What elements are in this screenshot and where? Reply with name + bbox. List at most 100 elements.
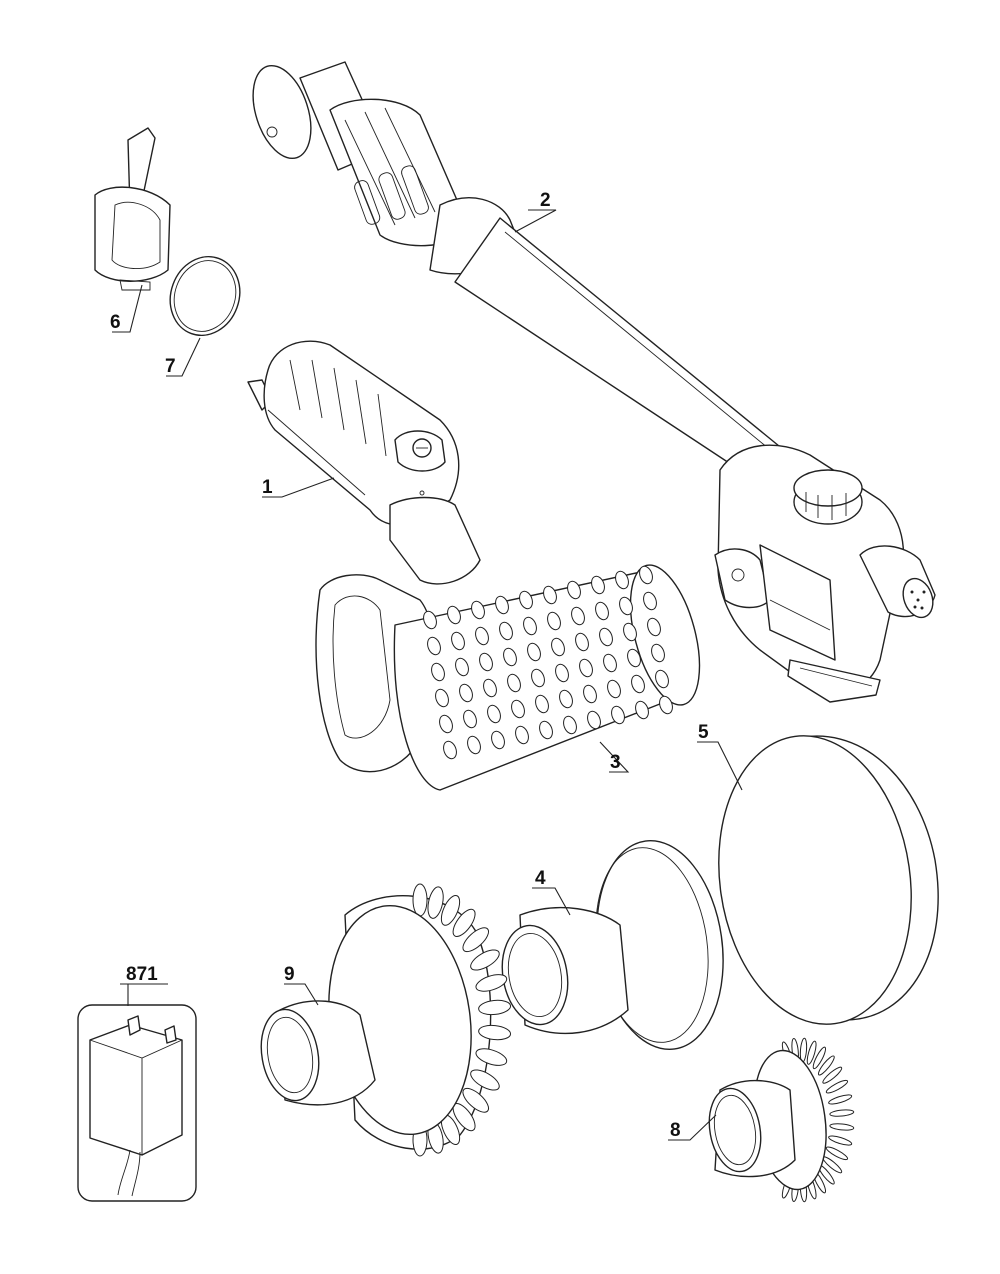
- callout-2: 2: [540, 190, 551, 211]
- bristle-tuft: [475, 1048, 508, 1066]
- bristle-tuft: [591, 575, 605, 595]
- part-5-sponge-disc: [718, 735, 939, 1025]
- bristle-tuft: [551, 637, 565, 657]
- callout-4: 4: [535, 868, 546, 889]
- bristle-tuft: [479, 652, 493, 672]
- bristle-tuft: [515, 725, 529, 745]
- bristle-tuft: [567, 580, 581, 600]
- bristle-tuft: [507, 673, 521, 693]
- bristle-tuft: [829, 1109, 855, 1117]
- bristle-tuft: [475, 626, 489, 646]
- bristle-tuft: [563, 715, 577, 735]
- bristle-tuft: [619, 596, 633, 616]
- bristle-tuft: [579, 658, 593, 678]
- bristle-tuft: [478, 999, 512, 1016]
- bristle-tuft: [825, 1146, 849, 1161]
- bristle-tuft: [455, 657, 469, 677]
- part-1-handle: [247, 340, 481, 773]
- part-7-o-ring: [169, 255, 241, 337]
- bristle-tuft: [806, 1040, 817, 1065]
- callout-3: 3: [610, 752, 621, 773]
- bristle-tuft: [527, 642, 541, 662]
- bristle-tuft: [491, 730, 505, 750]
- bristle-tuft: [659, 695, 673, 715]
- part-8-small-brush: [708, 1037, 855, 1203]
- bristle-tuft: [643, 591, 657, 611]
- part-6-battery-clip: [94, 127, 171, 291]
- bristle-tuft: [471, 600, 485, 620]
- bristle-tuft: [478, 1024, 512, 1041]
- bristle-tuft: [655, 669, 669, 689]
- bristle-tuft: [639, 565, 653, 585]
- bristle-tuft: [470, 949, 500, 971]
- callout-1: 1: [262, 477, 273, 498]
- bristle-tuft: [812, 1046, 827, 1070]
- bristle-tuft: [447, 605, 461, 625]
- bristle-tuft: [523, 616, 537, 636]
- bristle-tuft: [452, 908, 476, 938]
- bristle-tuft: [440, 894, 461, 926]
- part-9-flat-brush: [260, 883, 512, 1157]
- bristle-tuft: [462, 927, 490, 953]
- bristle-tuft: [543, 585, 557, 605]
- bristle-tuft: [583, 684, 597, 704]
- bristle-tuft: [825, 1079, 849, 1094]
- bristle-tuft: [829, 1123, 855, 1131]
- bristle-tuft: [635, 700, 649, 720]
- callout-labels: 2 6 7 1 5 3 4 871 9 8: [110, 190, 709, 1141]
- callout-6: 6: [110, 312, 121, 333]
- bristle-tuft: [412, 883, 428, 917]
- bristle-tuft: [499, 621, 513, 641]
- bristle-tuft: [535, 694, 549, 714]
- callout-leaders: [112, 209, 743, 1141]
- bristle-tuft: [627, 648, 641, 668]
- bristle-tuft: [427, 636, 441, 656]
- bristle-tuft: [495, 595, 509, 615]
- bristle-tuft: [817, 1055, 835, 1076]
- bristle-tuft: [615, 570, 629, 590]
- bristle-tuft: [571, 606, 585, 626]
- bristle-tuft: [443, 740, 457, 760]
- bristle-tuft: [828, 1094, 853, 1105]
- bristle-tuft: [623, 622, 637, 642]
- part-871-charger: [77, 1004, 197, 1202]
- bristle-tuft: [427, 886, 444, 919]
- bristle-tuft: [651, 643, 665, 663]
- bristle-tuft: [531, 668, 545, 688]
- bristle-tuft: [595, 601, 609, 621]
- bristle-tuft: [462, 1087, 490, 1113]
- part-2-extension-pole: [252, 61, 936, 703]
- bristle-tuft: [511, 699, 525, 719]
- bristle-tuft: [431, 662, 445, 682]
- bristle-tuft: [555, 663, 569, 683]
- bristle-tuft: [423, 610, 437, 630]
- bristle-tuft: [822, 1066, 843, 1084]
- bristle-tuft: [451, 631, 465, 651]
- bristle-tuft: [587, 710, 601, 730]
- bristle-tuft: [539, 720, 553, 740]
- bristle-tuft: [487, 704, 501, 724]
- bristle-tuft: [483, 678, 497, 698]
- bristle-tuft: [519, 590, 533, 610]
- callout-8: 8: [670, 1120, 681, 1141]
- bristle-tuft: [459, 683, 473, 703]
- part-3-bristle-brush: [393, 564, 701, 791]
- bristle-tuft: [475, 974, 508, 992]
- bristle-tuft: [467, 735, 481, 755]
- callout-871: 871: [126, 964, 158, 985]
- part-4-pad-holder: [501, 839, 724, 1051]
- bristle-tuft: [631, 674, 645, 694]
- bristle-tuft: [470, 1069, 500, 1091]
- bristle-tuft: [439, 714, 453, 734]
- bristle-tuft: [603, 653, 617, 673]
- bristle-tuft: [559, 689, 573, 709]
- bristle-tuft: [599, 627, 613, 647]
- bristle-tuft: [547, 611, 561, 631]
- bristle-tuft: [575, 632, 589, 652]
- bristle-tuft: [607, 679, 621, 699]
- bristle-tuft: [435, 688, 449, 708]
- callout-5: 5: [698, 722, 709, 743]
- bristle-tuft: [463, 709, 477, 729]
- callout-9: 9: [284, 964, 295, 985]
